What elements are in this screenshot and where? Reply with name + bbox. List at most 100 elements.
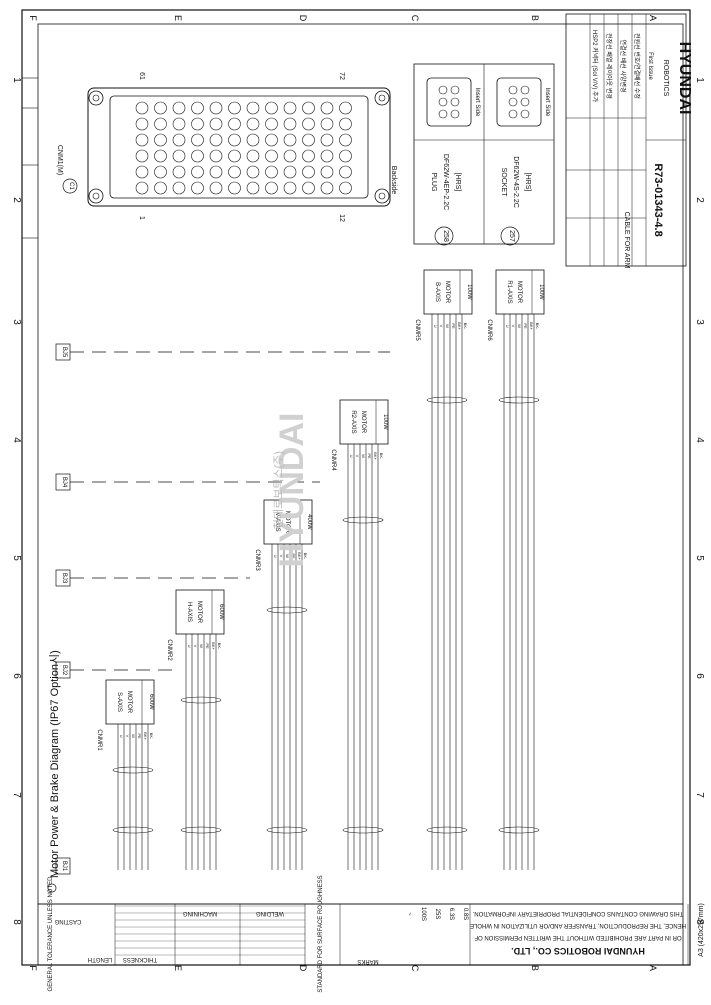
connector-pin xyxy=(320,117,334,131)
connector-pin xyxy=(339,165,352,179)
confidential-line: HYUNDAI ROBOTICS CO., LTD. xyxy=(511,946,645,956)
grid-col-D: D xyxy=(298,15,308,22)
connector-pin xyxy=(320,165,334,179)
motor-watt: 100W xyxy=(466,284,472,300)
inset-pin xyxy=(520,85,530,95)
connector-pin xyxy=(209,117,223,131)
shield-marker xyxy=(342,826,384,834)
wire-label: BK+ xyxy=(297,552,302,560)
grid-row-right-2: 2 xyxy=(694,197,705,203)
inset-pin xyxy=(438,97,448,107)
connector-pin xyxy=(154,181,167,195)
connector-pin xyxy=(228,101,241,115)
wire-label: BK- xyxy=(217,643,222,650)
mount-screw xyxy=(374,188,390,204)
plug-side: Insert Side xyxy=(474,88,480,117)
shield-marker xyxy=(112,766,154,774)
connector-pin xyxy=(302,165,315,179)
grid-row-right-5: 5 xyxy=(694,555,705,561)
wire-label: W xyxy=(517,324,522,328)
wire-label: V xyxy=(439,325,444,328)
connector-pin xyxy=(246,149,260,163)
wire-label: W xyxy=(361,454,366,458)
grid-col-B: B xyxy=(530,15,540,21)
wire-label: W xyxy=(285,554,290,558)
wire-label: V xyxy=(125,735,130,738)
grid-row-right-8: 8 xyxy=(694,919,705,925)
grid-row-right-1: 1 xyxy=(694,77,705,83)
wire-label: U xyxy=(433,325,438,328)
inset-pin xyxy=(520,97,530,107)
motor-type: MOTOR xyxy=(444,281,450,304)
connector-pin xyxy=(246,133,260,147)
shield-marker xyxy=(266,826,308,834)
connector-pin xyxy=(339,149,352,163)
watermark: HYUNDAI xyxy=(273,413,311,568)
mount-screw xyxy=(374,90,390,106)
connector-pin xyxy=(265,165,278,179)
connector-pin xyxy=(135,117,149,131)
roughness-marks: MARKS xyxy=(357,958,378,964)
shield-marker xyxy=(112,826,154,834)
connector-pin xyxy=(265,149,278,163)
diagram-title: Motor Power & Brake Diagram (IP67 Option… xyxy=(49,650,61,878)
connector-pin xyxy=(302,117,315,131)
connector-id: CNM1(M) xyxy=(56,145,63,175)
motor-box xyxy=(339,399,389,445)
wire-label: U xyxy=(273,555,278,558)
wire-label: PE xyxy=(523,323,528,329)
drawing-number: R73-01343-4.8 xyxy=(652,163,664,236)
grid-col-bottom-A: A xyxy=(648,965,658,971)
grid-row-right-3: 3 xyxy=(694,319,705,325)
title-block xyxy=(565,13,687,267)
confidential-notice: THIS DRAWING CONTAINS CONFIDENTIAL PROPR… xyxy=(470,910,686,956)
inset-pin xyxy=(450,109,460,119)
connector-pin xyxy=(283,165,297,179)
connector-insert xyxy=(109,95,369,199)
motor-type: MOTOR xyxy=(126,691,132,714)
wire-label: BK- xyxy=(463,323,468,330)
grid-row-6: 6 xyxy=(11,673,22,679)
wire-label: U xyxy=(187,645,192,648)
grid-row-7: 7 xyxy=(11,792,22,798)
shield-marker xyxy=(180,826,222,834)
grid-row-4: 4 xyxy=(11,437,22,443)
connector-pin xyxy=(209,181,223,195)
wire-label: W xyxy=(131,734,136,738)
connector-pin xyxy=(302,181,315,195)
plug-maker: [HRS] xyxy=(454,173,461,192)
watermark-sub: 현대로보틱스(주) xyxy=(272,451,285,529)
size-note: A3 (420x297mm) xyxy=(698,903,705,957)
mount-screw-center xyxy=(92,192,100,200)
motor-type: MOTOR xyxy=(360,411,366,434)
motor-box xyxy=(495,269,545,315)
connector-pin xyxy=(209,101,223,115)
motor-watt: 400W xyxy=(306,514,312,530)
grid-row-right-6: 6 xyxy=(694,673,705,679)
wire-label: BK+ xyxy=(143,732,148,740)
connector-pin xyxy=(339,181,352,195)
connector-pin xyxy=(191,101,204,115)
inset-pin xyxy=(450,97,460,107)
wire-label: PE xyxy=(367,453,372,459)
connector-pin xyxy=(320,101,334,115)
connector-pin xyxy=(191,133,204,147)
wire-label: PE xyxy=(291,553,296,559)
confidential-line: HENCE, THE REPRODUCTION, TRANSFER AND/OR… xyxy=(470,922,686,928)
grid-col-bottom-F: F xyxy=(28,965,38,971)
roughness-value: 6.3S xyxy=(448,908,454,920)
roughness-value: 25S xyxy=(434,909,440,920)
connector-pin xyxy=(172,101,186,115)
motor-box xyxy=(263,499,313,545)
grid-col-F: F xyxy=(28,15,38,21)
motor-connector-id: CNMR2 xyxy=(166,639,172,661)
revision-item: First Issue xyxy=(647,52,653,80)
tolerance-title: GENERAL TOLERANCE UNLESS NOTED xyxy=(48,876,54,992)
motor-name: H-AXIS xyxy=(186,602,192,622)
wire-label: W xyxy=(445,324,450,328)
